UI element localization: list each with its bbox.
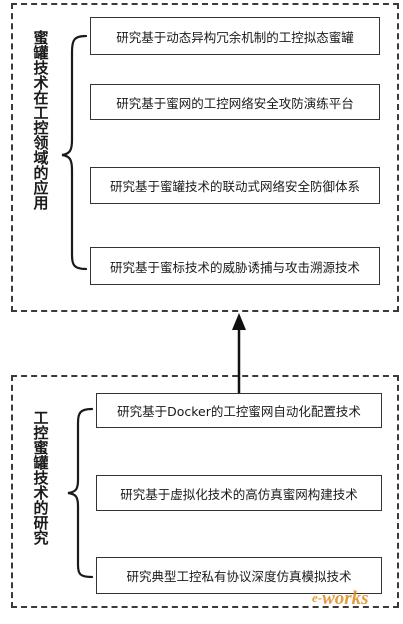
application-group-panel (11, 3, 399, 312)
e-works-logo: e-works (312, 588, 369, 609)
application-group-title: 蜜罐技术在工控领域的应用 (31, 30, 50, 210)
research-item-1: 研究基于Docker的工控蜜网自动化配置技术 (96, 393, 382, 428)
research-group-title: 工控蜜罐技术的研究 (31, 410, 50, 545)
application-item-4: 研究基于蜜标技术的威胁诱捕与攻击溯源技术 (90, 247, 380, 285)
research-group-panel (11, 375, 399, 608)
application-item-2: 研究基于蜜网的工控网络安全攻防演练平台 (90, 84, 380, 120)
research-item-2: 研究基于虚拟化技术的高仿真蜜网构建技术 (96, 475, 382, 511)
flow-arrow-head (232, 313, 246, 330)
research-brace (67, 407, 94, 579)
application-item-3: 研究基于蜜罐技术的联动式网络安全防御体系 (90, 167, 380, 204)
application-brace (61, 34, 88, 271)
application-item-1: 研究基于动态异构冗余机制的工控拟态蜜罐 (90, 17, 380, 55)
research-item-3: 研究典型工控私有协议深度仿真模拟技术 (96, 557, 382, 594)
